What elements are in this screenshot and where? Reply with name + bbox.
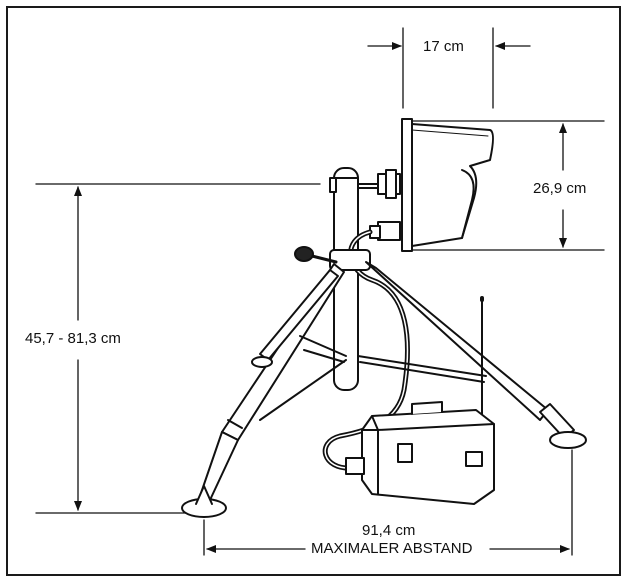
frame-border — [6, 6, 621, 576]
depth-dimension-label: 17 cm — [421, 38, 466, 55]
tripod-legs — [181, 261, 587, 518]
control-box — [345, 401, 495, 505]
tripod-height-dimension-label: 45,7 - 81,3 cm — [23, 330, 123, 347]
tripod-head — [294, 246, 371, 271]
span-caption-label: MAXIMALER ABSTAND — [309, 540, 475, 557]
dish-height-dimension-label: 26,9 cm — [531, 180, 589, 197]
dimension-lines — [35, 27, 605, 556]
span-dimension-label: 91,4 cm — [362, 522, 416, 539]
dish-assembly — [369, 118, 494, 252]
